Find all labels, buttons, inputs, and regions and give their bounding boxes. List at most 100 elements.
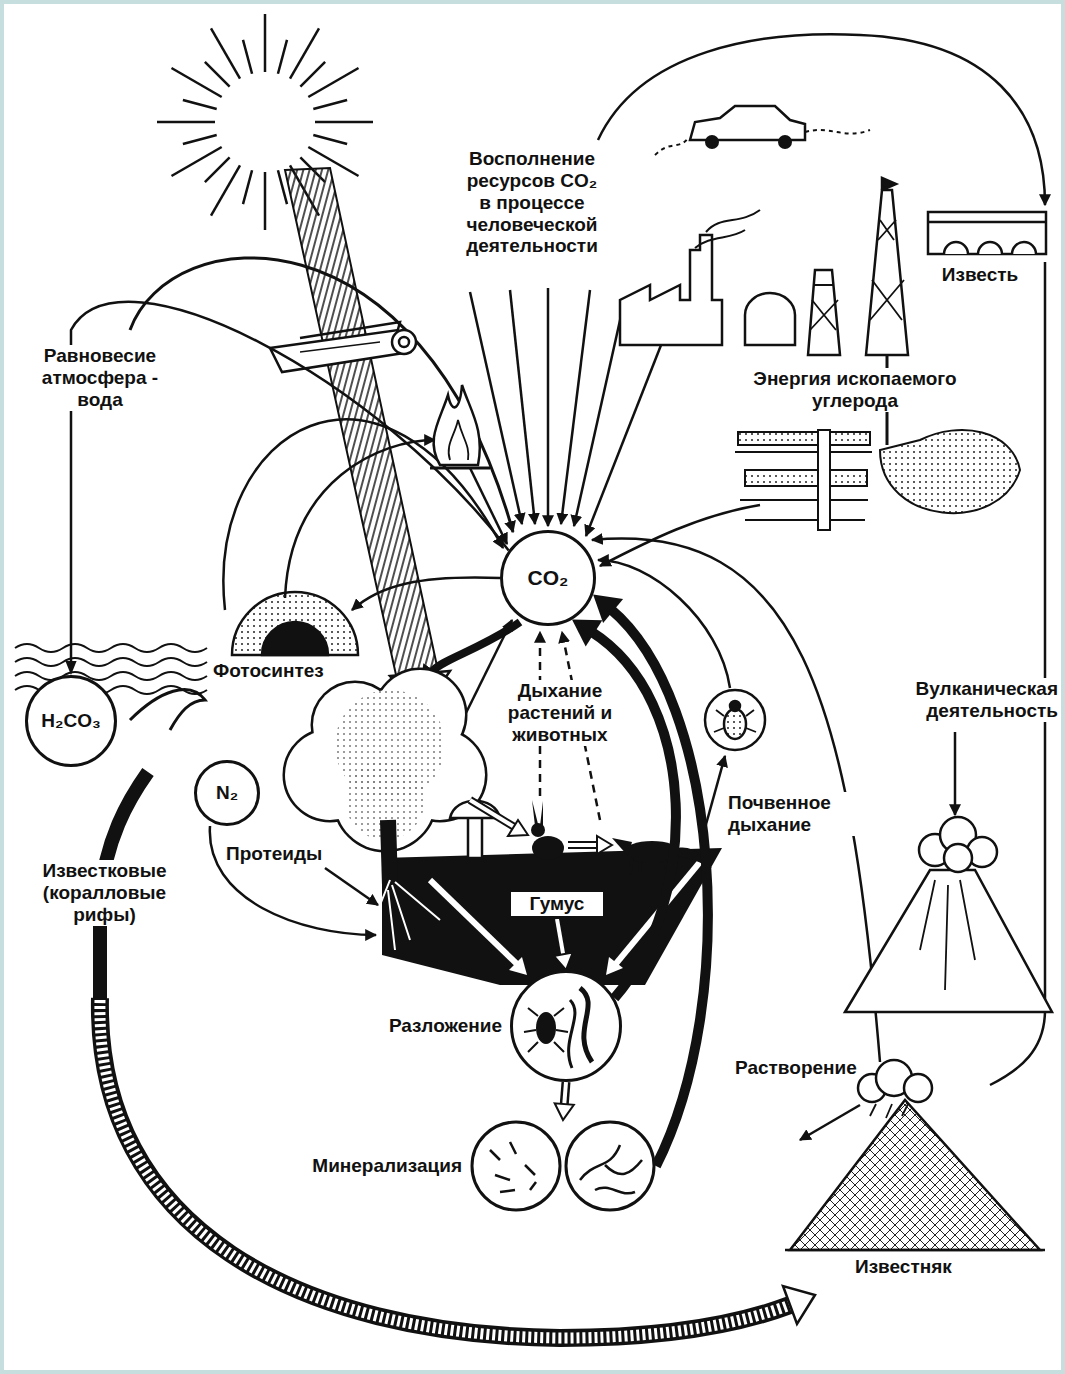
logs — [300, 322, 400, 340]
volcano — [920, 880, 975, 990]
fox — [612, 838, 712, 874]
factory — [695, 210, 760, 248]
humus-box: Гумус — [508, 889, 606, 919]
proteins-label: Протеиды — [226, 843, 346, 865]
sun — [243, 170, 252, 204]
sun — [264, 172, 267, 230]
sun — [157, 14, 373, 230]
coral-reef-flow — [100, 1000, 790, 1338]
fire — [430, 467, 490, 470]
photosynthesis-dome — [232, 592, 358, 655]
cycle-connector — [554, 919, 573, 970]
fossil-deposits — [745, 519, 865, 521]
fossil-deposits — [880, 430, 1020, 513]
fire — [434, 385, 480, 465]
sun — [157, 121, 215, 124]
respiration-label: Дыхание растений и животных — [490, 680, 630, 746]
decor-arrows — [574, 298, 625, 526]
factory — [870, 220, 904, 320]
decor-arrows — [547, 288, 550, 526]
water — [15, 644, 207, 652]
soil-ground — [509, 957, 527, 975]
limestone — [870, 1104, 908, 1118]
factory — [866, 190, 908, 355]
human-activity-note: Восполнение ресурсов CO₂ в процессе чело… — [461, 148, 603, 257]
factory — [620, 235, 722, 345]
fossil-deposits — [735, 430, 1020, 530]
decor-arrows — [210, 826, 376, 935]
logs — [300, 342, 380, 352]
connector-line — [557, 919, 564, 957]
decomposition-circle: Разложение — [510, 970, 622, 1082]
fire — [449, 420, 469, 460]
sun — [205, 62, 230, 87]
car — [778, 135, 792, 149]
mushroom — [468, 816, 482, 858]
circle-outline — [27, 677, 116, 766]
node-label: CO₂ — [528, 566, 569, 589]
mineralization-circles: Минерализация — [470, 1120, 656, 1212]
sun — [278, 40, 287, 74]
decor-arrows — [954, 732, 957, 815]
sun — [315, 121, 373, 124]
logs — [392, 330, 416, 354]
node-label: Гумус — [530, 894, 585, 915]
limestone — [785, 1060, 1045, 1250]
fire — [430, 385, 490, 468]
food-chain-arrows — [470, 800, 516, 828]
fossil-deposits — [818, 430, 830, 530]
arrow-head — [554, 953, 573, 970]
car — [805, 130, 870, 134]
arrow-head — [65, 661, 76, 675]
car — [655, 106, 870, 155]
sun — [264, 14, 267, 72]
decor-arrows — [600, 505, 760, 566]
water — [15, 672, 207, 680]
volcano — [845, 870, 1052, 1012]
water — [130, 690, 205, 730]
coral-reef-label: Известковые (коралловые рифы) — [22, 860, 187, 926]
decor-arrows — [705, 756, 725, 828]
connector-outline — [557, 919, 564, 957]
photosynthesis-label: Фотосинтез — [213, 660, 343, 682]
sun — [313, 100, 347, 109]
beetle-symbol — [536, 1012, 556, 1044]
soil-beetle — [714, 710, 756, 732]
logs — [270, 330, 410, 372]
food-chain-arrows — [568, 841, 598, 849]
food-chain-arrows — [568, 843, 598, 847]
edge-label: Равновесие атмосфера - вода — [35, 345, 165, 411]
food-chain-arrows — [597, 836, 612, 854]
sun — [205, 157, 230, 182]
fox — [612, 838, 632, 856]
rabbit — [531, 823, 545, 837]
volcano — [845, 817, 1052, 1012]
rabbit — [532, 836, 564, 860]
connector-line — [564, 1082, 566, 1106]
water — [15, 658, 207, 666]
beetle-legs — [524, 1008, 568, 1052]
decor-arrows — [470, 468, 507, 544]
factory — [810, 285, 838, 330]
sun — [313, 135, 347, 144]
logs — [399, 337, 409, 347]
circle-outline — [502, 532, 595, 625]
decor-arrows — [432, 622, 520, 672]
soil-beetle — [730, 701, 740, 711]
soil-ground — [388, 820, 390, 885]
node-label: N₂ — [216, 783, 238, 804]
node-label: H₂CO₃ — [41, 711, 100, 732]
fossil-deposits — [740, 499, 868, 501]
photosynthesis-dome — [232, 592, 358, 655]
worm-symbol — [580, 988, 592, 1062]
fossil-deposits — [745, 470, 867, 486]
decor-arrows — [285, 440, 435, 598]
lime-kiln-bridge — [944, 242, 1036, 254]
arrow-head — [572, 620, 602, 647]
decor-arrows — [598, 560, 730, 688]
decomposition-circle-shape — [510, 970, 622, 1082]
soil-ground — [430, 880, 518, 965]
worm-symbol — [569, 1000, 575, 1068]
decor-arrows — [130, 258, 513, 532]
